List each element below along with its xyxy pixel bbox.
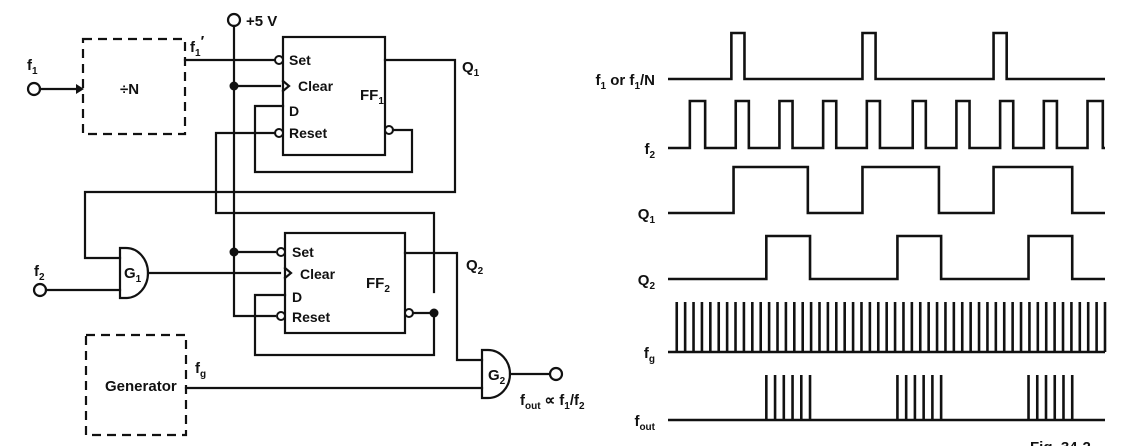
ff1-clock-icon	[281, 79, 291, 93]
pulse-f2	[1088, 101, 1103, 148]
ff1-feedback-wire	[253, 104, 414, 174]
q2-label: Q2	[466, 257, 484, 277]
trace-q2	[668, 234, 1105, 281]
pulse-f1-or-f1-n	[994, 33, 1007, 79]
pulse-q1	[994, 167, 1073, 213]
ff1-block	[281, 35, 387, 157]
pulse-q1	[862, 167, 938, 213]
series-label-fg: fg	[644, 345, 655, 365]
ff1-pin-clear: Clear	[298, 78, 334, 94]
pulse-f2	[956, 101, 969, 148]
ff2-reset-bubble	[276, 311, 286, 321]
pulse-f2	[823, 101, 836, 148]
pulse-q1	[734, 167, 808, 213]
ff1-pin-reset: Reset	[289, 125, 327, 141]
ff2-feedback-wire	[253, 293, 436, 357]
f2-input-label: f2	[34, 263, 45, 283]
ff1-reset-wire	[214, 131, 436, 294]
series-f1-or-f1-n: f1 or f1/N	[596, 31, 1105, 92]
pulse-f2	[867, 101, 880, 148]
arrow-icon	[76, 84, 84, 94]
ff1-qbar-bubble	[384, 125, 394, 135]
series-q2: Q2	[638, 234, 1105, 292]
trace-f1-or-f1-n	[668, 31, 1105, 81]
fg-label: fg	[195, 360, 206, 380]
series-label-fout: fout	[634, 413, 655, 433]
ff2-qbar-bubble	[404, 308, 414, 318]
pulse-f2	[690, 101, 705, 148]
g2-label: G2	[488, 367, 506, 387]
fout-terminal	[548, 366, 564, 382]
divider-label: ÷N	[120, 81, 139, 98]
pulse-f1-or-f1-n	[862, 33, 875, 79]
ff2-set-bubble	[276, 247, 286, 257]
f1-input-terminal	[26, 81, 42, 97]
f1-input-label: f1	[27, 57, 38, 77]
trace-q1	[668, 165, 1105, 215]
pulse-q2	[1029, 236, 1073, 279]
pulse-f2	[736, 101, 749, 148]
series-fg: fg	[644, 302, 1107, 365]
ff2-pin-clear: Clear	[300, 266, 336, 282]
series-label-f1-or-f1-n: f1 or f1/N	[596, 72, 655, 92]
g1-label: G1	[124, 265, 142, 285]
series-fout: fout	[634, 375, 1105, 433]
q1-label: Q1	[462, 59, 480, 79]
pulse-f2	[1000, 101, 1013, 148]
pulse-f2	[1044, 101, 1057, 148]
ff1-set-bubble	[274, 55, 284, 65]
ff2-block	[283, 231, 407, 335]
fout-relation-label: fout∝f1/f2	[520, 392, 585, 412]
trace-f2	[668, 99, 1105, 150]
ff2-reset-supply-wire	[232, 250, 277, 318]
series-label-f2: f2	[644, 141, 655, 161]
pulse-q2	[766, 236, 810, 279]
schematic: f1 ÷N f1′ +5 V Set Clear D Reset FF1 Q1 …	[26, 12, 585, 437]
series-label-q2: Q2	[638, 272, 656, 292]
generator-box	[84, 333, 188, 437]
figure-caption: Fig. 34-2	[1030, 439, 1091, 446]
q1-wire	[83, 58, 457, 260]
ff2-pin-set: Set	[292, 244, 314, 260]
series-label-q1: Q1	[638, 206, 656, 226]
f2-input-terminal	[32, 282, 48, 298]
f1-prime-label: f1′	[190, 33, 205, 59]
ff1-pin-d: D	[289, 103, 299, 119]
series-f2: f2	[644, 99, 1105, 161]
pulse-f1-or-f1-n	[731, 33, 744, 79]
pulse-f2	[913, 101, 926, 148]
supply-label: +5 V	[246, 13, 277, 30]
ff2-pin-reset: Reset	[292, 309, 330, 325]
ff1-reset-bubble	[274, 128, 284, 138]
divider-box	[81, 37, 187, 136]
g2-and-gate	[480, 348, 512, 400]
supply-terminal	[226, 12, 242, 28]
generator-label: Generator	[105, 378, 177, 395]
pulse-q2	[897, 236, 941, 279]
pulse-f2	[779, 101, 792, 148]
ff1-name: FF1	[360, 87, 384, 107]
ff1-pin-set: Set	[289, 52, 311, 68]
g1-and-gate	[118, 246, 150, 300]
ff2-clock-icon	[283, 266, 293, 280]
q2-wire	[403, 251, 484, 362]
ff2-pin-d: D	[292, 289, 302, 305]
series-q1: Q1	[638, 165, 1105, 226]
ff2-name: FF2	[366, 275, 390, 295]
